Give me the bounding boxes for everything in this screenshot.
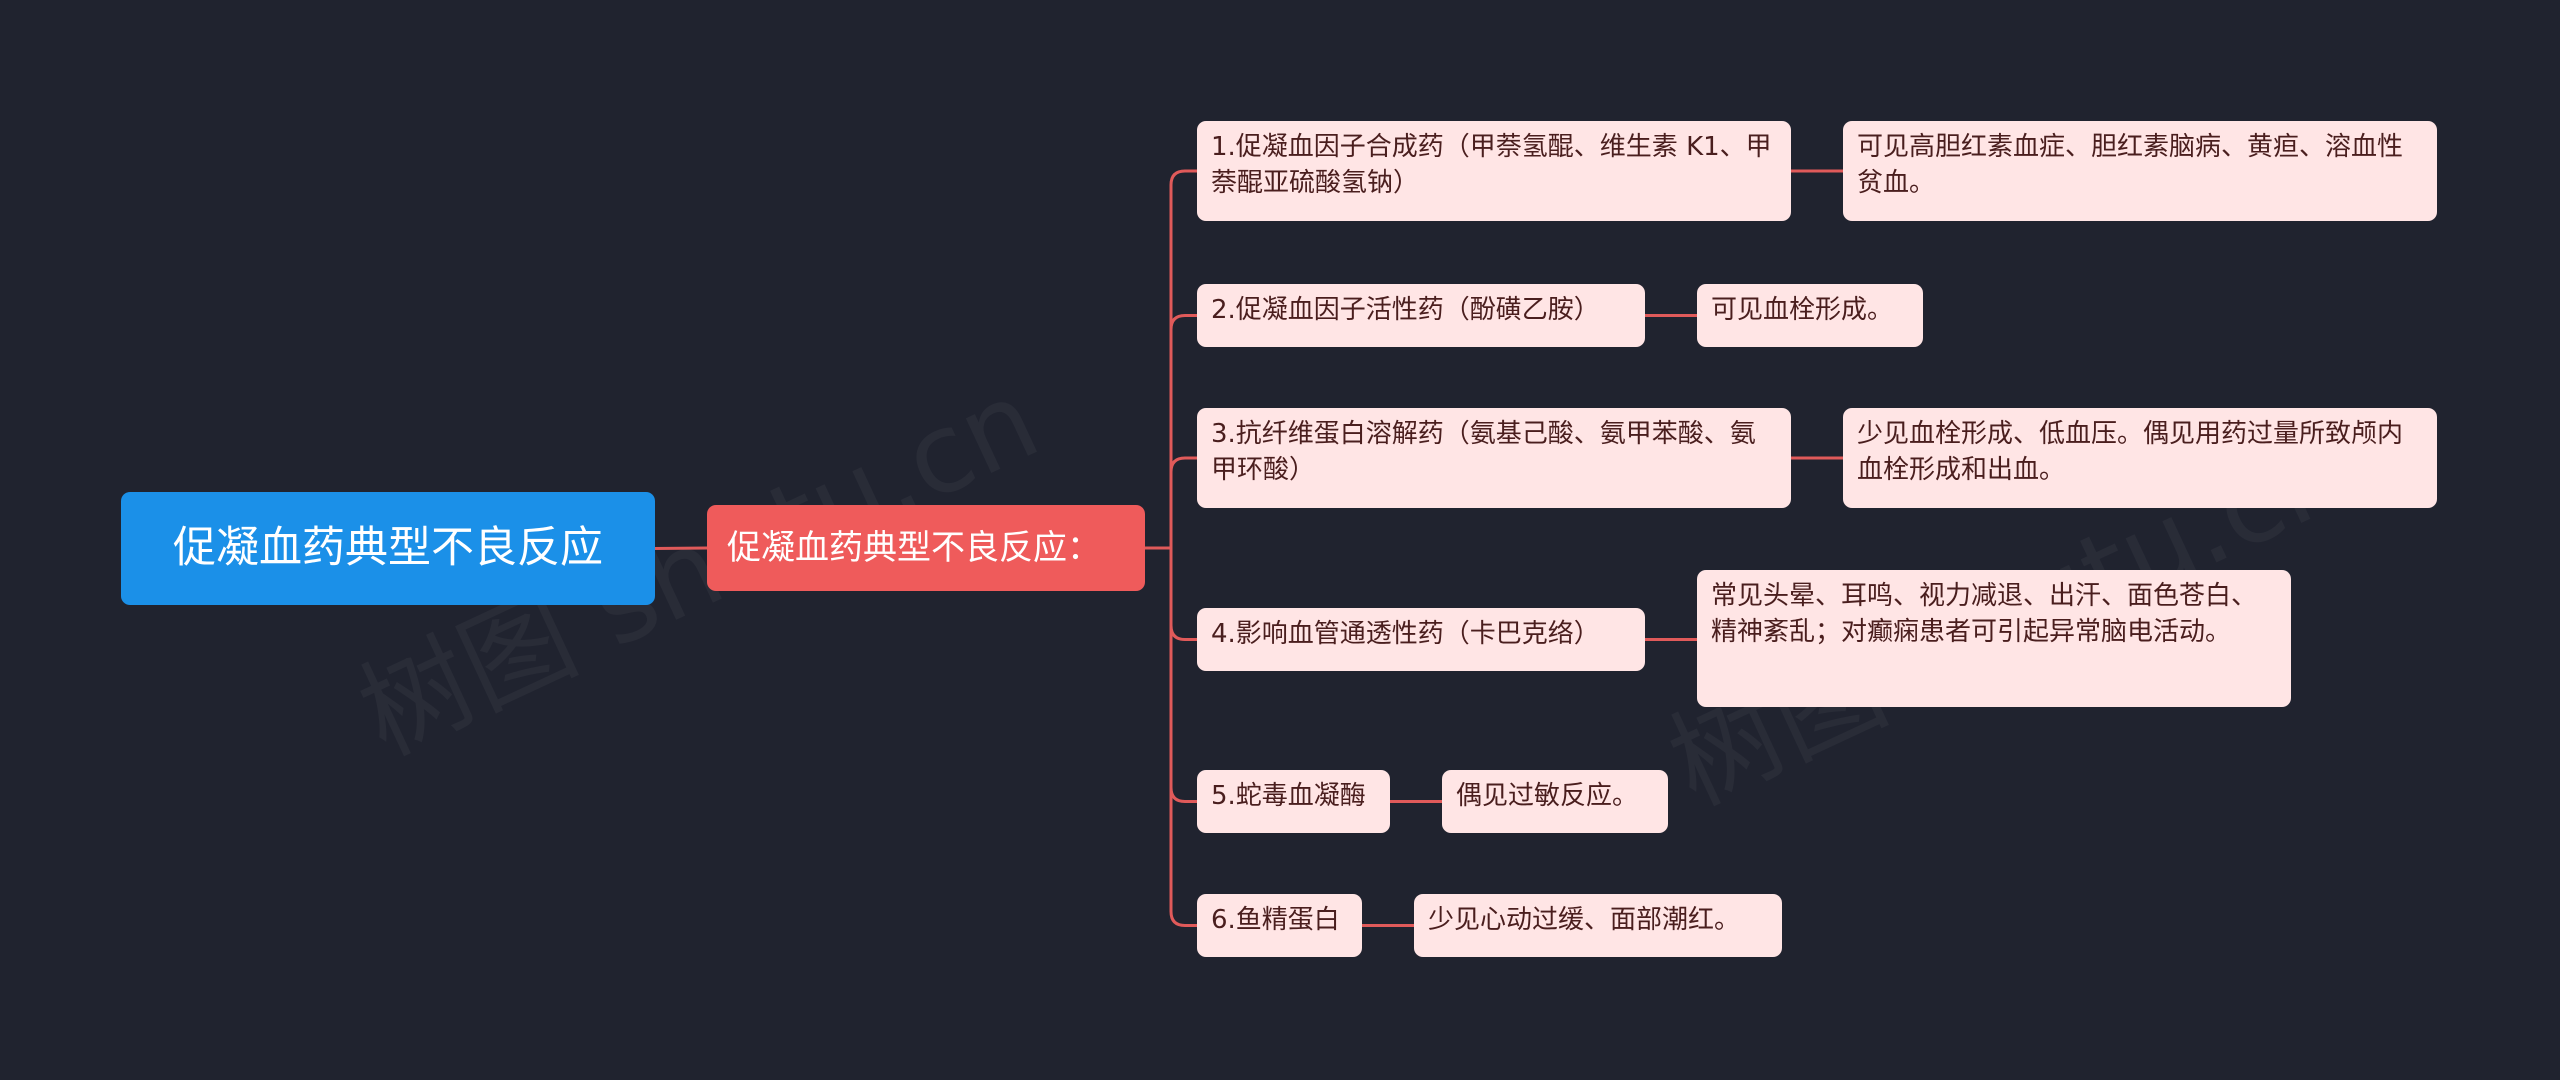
- drug-node-5[interactable]: 5.蛇毒血凝酶: [1197, 770, 1390, 833]
- effect-node-6[interactable]: 少见心动过缓、面部潮红。: [1414, 894, 1782, 957]
- connector-trunk-drug-3: [1169, 456, 1197, 548]
- effect-node-5[interactable]: 偶见过敏反应。: [1442, 770, 1668, 833]
- drug-node-2[interactable]: 2.促凝血因子活性药（酚磺乙胺）: [1197, 284, 1645, 347]
- connector-root-category: [654, 546, 708, 550]
- effect-node-4[interactable]: 常见头晕、耳鸣、视力减退、出汗、面色苍白、精神紊乱；对癫痫患者可引起异常脑电活动…: [1697, 570, 2291, 707]
- effect-node-2[interactable]: 可见血栓形成。: [1697, 284, 1923, 347]
- effect-node-1[interactable]: 可见高胆红素血症、胆红素脑病、黄疸、溶血性贫血。: [1843, 121, 2437, 221]
- connector-trunk-drug-2: [1169, 314, 1197, 548]
- drug-node-1[interactable]: 1.促凝血因子合成药（甲萘氢醌、维生素 K1、甲萘醌亚硫酸氢钠）: [1197, 121, 1791, 221]
- drug-node-6[interactable]: 6.鱼精蛋白: [1197, 894, 1362, 957]
- connector-trunk-drug-5: [1169, 548, 1197, 803]
- connector-trunk-drug-4: [1169, 548, 1197, 641]
- connector-trunk-drug-6: [1169, 548, 1197, 927]
- drug-node-3[interactable]: 3.抗纤维蛋白溶解药（氨基己酸、氨甲苯酸、氨甲环酸）: [1197, 408, 1791, 508]
- effect-node-3[interactable]: 少见血栓形成、低血压。偶见用药过量所致颅内血栓形成和出血。: [1843, 408, 2437, 508]
- root-node[interactable]: 促凝血药典型不良反应: [121, 492, 655, 605]
- connector-trunk-drug-1: [1169, 169, 1197, 548]
- category-node[interactable]: 促凝血药典型不良反应：: [707, 505, 1145, 591]
- drug-node-4[interactable]: 4.影响血管通透性药（卡巴克络）: [1197, 608, 1645, 671]
